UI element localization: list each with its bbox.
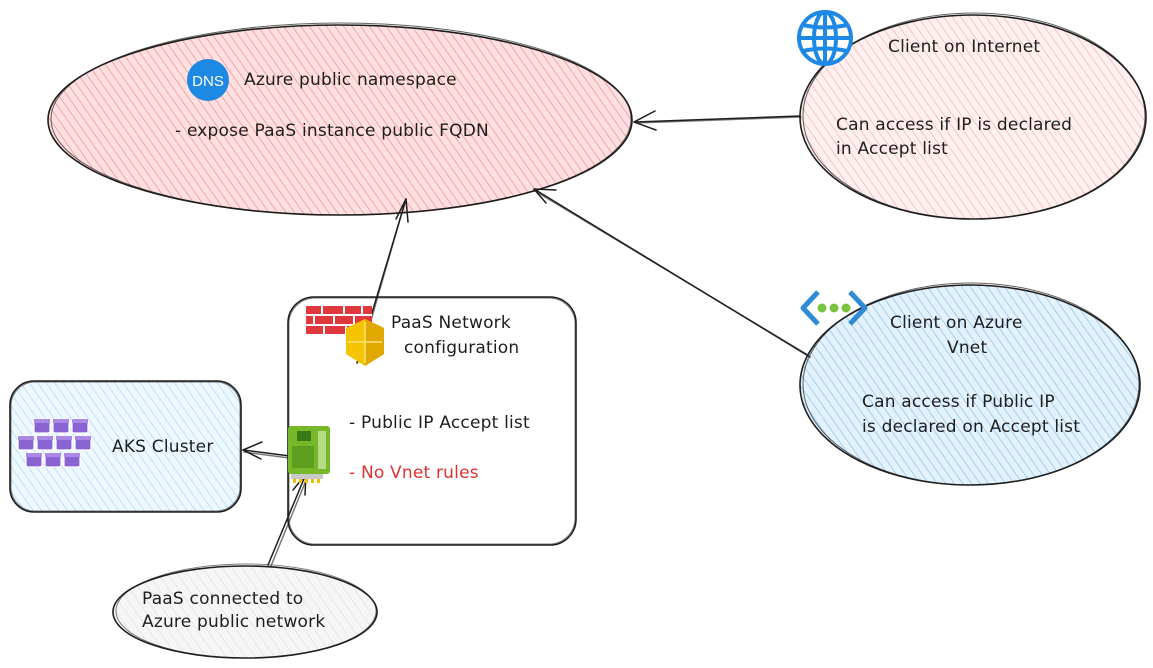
paas-note-line1: PaaS connected to xyxy=(142,589,304,609)
namespace-ellipse xyxy=(47,22,633,216)
azure-client-title-line1: Client on Azure xyxy=(890,313,1023,333)
internet-client-detail-line2: in Accept list xyxy=(836,139,949,159)
azure-client-detail-line2: is declared on Accept list xyxy=(862,417,1081,437)
namespace-title: Azure public namespace xyxy=(244,70,457,90)
network-card-icon xyxy=(288,426,330,483)
paas-network-title-line1: PaaS Network xyxy=(391,313,511,333)
azure-client-detail-line1: Can access if Public IP xyxy=(862,392,1055,412)
paas-rule-no-vnet: - No Vnet rules xyxy=(349,463,479,483)
paas-note-ellipse xyxy=(112,563,378,659)
internet-client-ellipse xyxy=(799,12,1147,220)
aks-box xyxy=(9,380,242,513)
arrow-note-to-nic xyxy=(267,473,307,566)
arrow-internet-to-namespace xyxy=(633,115,801,123)
dns-icon: DNS xyxy=(187,59,229,101)
globe-icon xyxy=(797,10,853,66)
arrow-nic-to-aks xyxy=(242,449,291,457)
shield-icon xyxy=(346,319,384,366)
azure-client-ellipse xyxy=(799,282,1141,486)
svg-text:DNS: DNS xyxy=(192,73,224,90)
paas-note-line2: Azure public network xyxy=(142,612,326,632)
paas-rule-public-ip: - Public IP Accept list xyxy=(349,413,530,433)
internet-client-title: Client on Internet xyxy=(888,37,1041,57)
internet-client-detail-line1: Can access if IP is declared xyxy=(836,115,1073,135)
paas-network-title-line2: configuration xyxy=(404,338,520,358)
azure-client-title-line2: Vnet xyxy=(947,338,988,358)
kubernetes-cluster-icon xyxy=(17,418,92,468)
namespace-detail: - expose PaaS instance public FQDN xyxy=(175,121,489,141)
vnet-icon xyxy=(800,290,868,326)
aks-cluster-label: AKS Cluster xyxy=(112,437,214,457)
